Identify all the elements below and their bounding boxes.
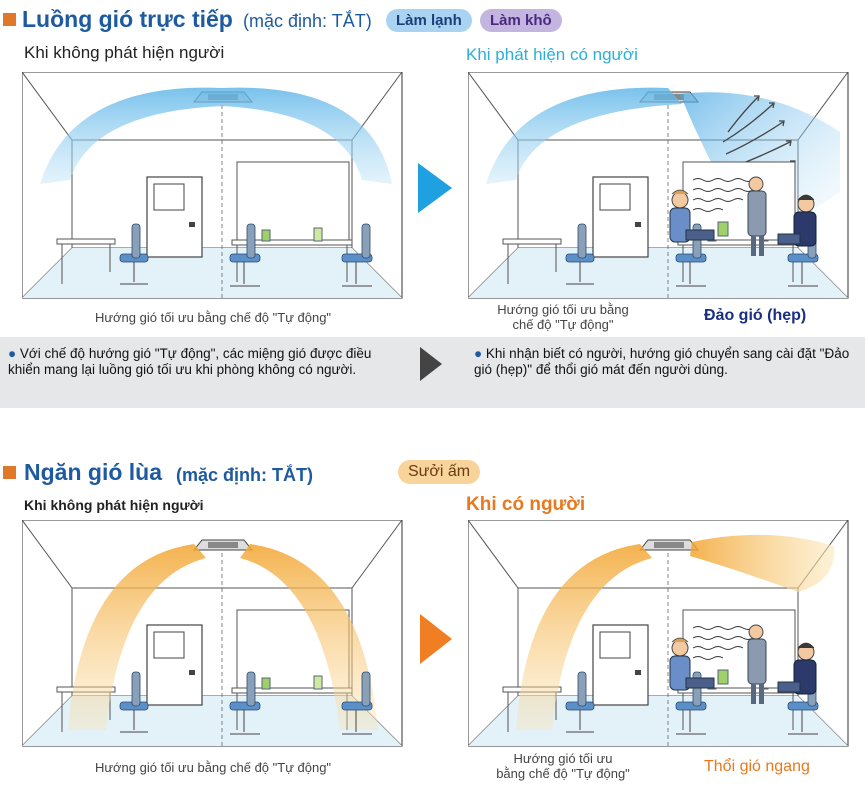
airflow-arc-left	[516, 544, 652, 730]
info-right: ● Khi nhận biết có người, hướng gió chuy…	[474, 346, 856, 378]
airflow-arc	[486, 87, 682, 184]
section1-title: Luồng gió trực tiếp	[22, 6, 233, 32]
section2-left-heading: Khi không phát hiện người	[24, 497, 204, 513]
info-band	[0, 337, 865, 408]
transition-arrow-icon	[418, 163, 452, 213]
badge-dry: Làm khô	[480, 9, 562, 32]
section2-left-caption: Hướng gió tối ưu bằng chế độ "Tự động"	[94, 760, 332, 775]
caption-line: bằng chế độ "Tự động"	[496, 766, 630, 781]
section2-default-note: (mặc định: TẮT)	[176, 465, 313, 485]
info-left: ● Với chế độ hướng gió "Tự động", các mi…	[8, 346, 388, 378]
transition-arrow-icon	[420, 614, 452, 664]
bullet-icon: ●	[8, 346, 17, 361]
info-right-text: Khi nhận biết có người, hướng gió chuyển…	[474, 346, 850, 377]
caption-line: Hướng gió tối ưu	[513, 751, 613, 766]
bullet-icon: ●	[474, 346, 483, 361]
room-illustration-empty-heat	[22, 520, 403, 747]
section1-left-caption: Hướng gió tối ưu bằng chế độ "Tự động"	[94, 310, 332, 325]
swing-narrow-label: Đảo gió (hẹp)	[704, 307, 807, 324]
airflow-arc-left	[68, 544, 206, 730]
airflow-arc-right	[240, 544, 378, 730]
transition-arrow-icon	[420, 347, 442, 381]
section1-left-heading: Khi không phát hiện người	[24, 43, 225, 62]
section2-title: Ngăn gió lùa	[24, 459, 162, 485]
room-illustration-empty-cool	[22, 72, 403, 299]
badge-heating: Sưởi ấm	[398, 460, 481, 484]
info-left-text: Với chế độ hướng gió "Tự động", các miện…	[8, 346, 372, 377]
section-marker-icon	[3, 466, 16, 479]
room-illustration-occupied-heat	[468, 520, 849, 747]
section1-default-note: (mặc định: TẮT)	[243, 11, 372, 31]
room-illustration-occupied-cool	[468, 72, 849, 299]
caption-line: Hướng gió tối ưu bằng	[497, 302, 629, 317]
airflow-swing-cone	[680, 92, 840, 228]
section2-right-caption: Hướng gió tối ưu bằng chế độ "Tự động"	[478, 751, 648, 781]
section1-right-heading: Khi phát hiện có người	[466, 45, 638, 64]
section-marker-icon	[3, 13, 16, 26]
caption-line: chế độ "Tự động"	[512, 317, 614, 332]
airflow-arc	[40, 87, 392, 184]
section2-right-heading: Khi có người	[466, 494, 586, 515]
badge-cooling: Làm lạnh	[386, 9, 472, 32]
airflow-horizontal	[690, 534, 835, 592]
horizontal-airflow-label: Thổi gió ngang	[704, 758, 810, 775]
section1-right-caption: Hướng gió tối ưu bằng chế độ "Tự động"	[478, 302, 648, 332]
